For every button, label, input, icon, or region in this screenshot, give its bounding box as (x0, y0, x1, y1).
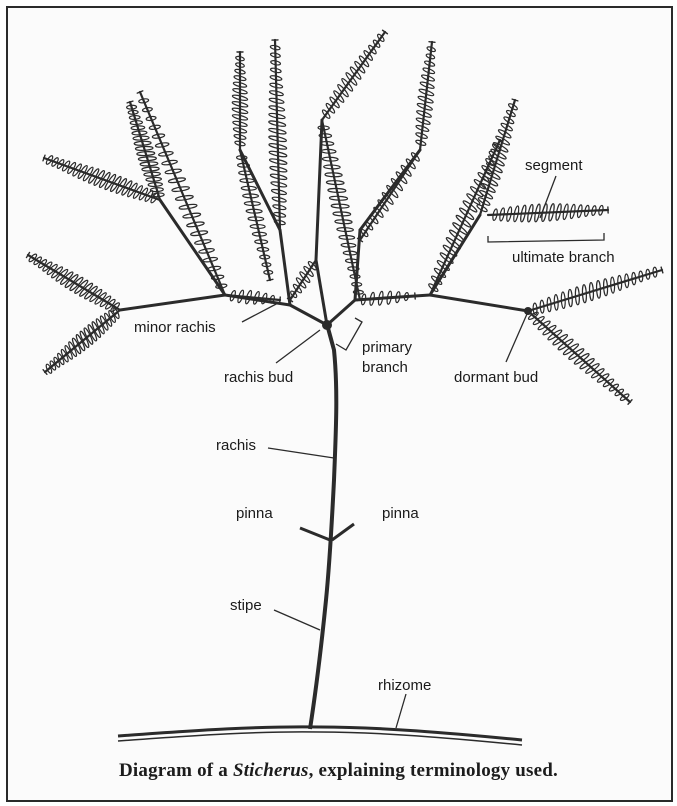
label-rhizome: rhizome (378, 677, 431, 694)
ultimate-branch-axis (240, 150, 270, 280)
label-pinna-left: pinna (236, 505, 273, 522)
ultimate-branch-axis (528, 311, 630, 402)
rachis-branch (430, 295, 528, 311)
pinna-stub-right (332, 524, 354, 540)
caption-prefix: Diagram of a (119, 760, 233, 781)
label-stipe: stipe (230, 597, 262, 614)
ultimate-branch-axis (44, 158, 160, 200)
rachis-branch (290, 305, 327, 325)
label-minor-rachis: minor rachis (134, 319, 216, 336)
stipe-leader (274, 610, 320, 630)
rachis-branch (160, 200, 225, 295)
rachis-branch (327, 300, 355, 325)
ultimate-branch-axis (290, 260, 316, 300)
label-dormant-bud: dormant bud (454, 369, 538, 386)
ultimate-branch-tip (512, 99, 518, 101)
dormant-bud-leader (506, 314, 527, 362)
rhizome-line (118, 727, 522, 740)
rachis-branch (316, 120, 322, 260)
ultimate-branch-tip (43, 155, 45, 161)
caption-suffix: , explaining terminology used. (309, 760, 558, 781)
label-segment: segment (525, 157, 583, 174)
rhizome-leader (396, 694, 406, 728)
rachis-branch (316, 260, 327, 325)
figure-caption: Diagram of a Sticherus, explaining termi… (0, 760, 677, 782)
ultimate-branch-axis (488, 210, 608, 215)
main-stem (310, 328, 336, 729)
rachis-branch (120, 295, 225, 310)
label-ultimate-branch: ultimate branch (512, 249, 615, 266)
ultimate-branch-tip (429, 42, 435, 43)
ultimate-branch-tip (127, 101, 133, 103)
label-rachis: rachis (216, 437, 256, 454)
ultimate-branch-axis (322, 120, 360, 300)
ultimate-branch-axis (360, 150, 420, 240)
ultimate-branch-bracket (488, 233, 604, 242)
primary-branch-bracket (336, 318, 362, 350)
rachis-branch (280, 230, 290, 305)
ultimate-branch-tip (661, 267, 663, 273)
caption-genus: Sticherus (233, 760, 309, 781)
ultimate-branch-axis (528, 270, 662, 311)
rachis-leader (268, 448, 334, 458)
label-primary-branch-2: branch (362, 359, 408, 376)
label-pinna-right: pinna (382, 505, 419, 522)
frond-branches (26, 30, 662, 404)
pinna-stub-left (300, 528, 330, 540)
ultimate-branch-axis (28, 255, 120, 310)
minor-rachis-leader (242, 302, 280, 322)
label-primary-branch-1: primary (362, 339, 413, 356)
ultimate-branch-axis (430, 140, 500, 295)
ultimate-branch-tip (267, 279, 273, 280)
label-rachis-bud: rachis bud (224, 369, 293, 386)
rachis-bud-leader (276, 330, 320, 363)
